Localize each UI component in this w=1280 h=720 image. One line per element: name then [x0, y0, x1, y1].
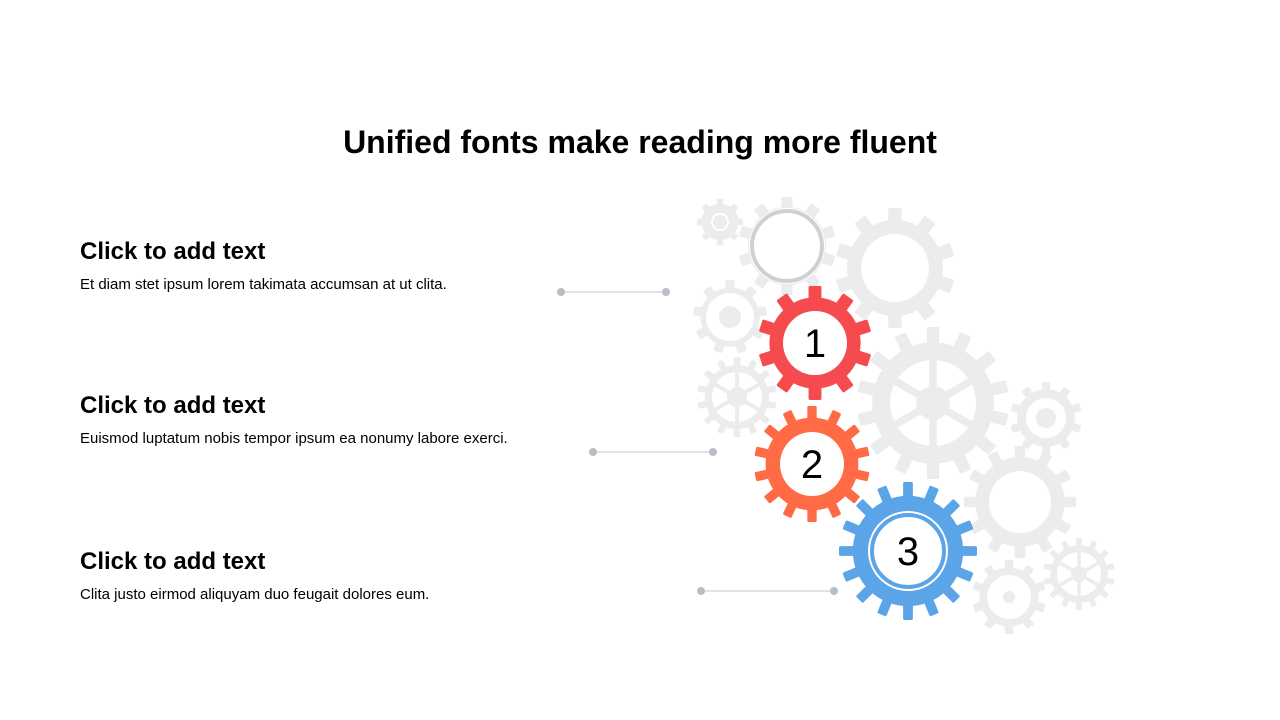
- text-block-1[interactable]: Click to add text Et diam stet ipsum lor…: [80, 238, 447, 293]
- connector-line-3: [697, 587, 838, 595]
- numbered-gear-2: 2: [754, 406, 870, 522]
- heading-1: Click to add text: [80, 238, 266, 265]
- gear-icon: [739, 197, 835, 295]
- gear-icon: [1010, 382, 1082, 454]
- body-2: Euismod luptatum nobis tempor ipsum ea n…: [80, 430, 508, 447]
- gear-icon: [972, 560, 1046, 634]
- body-1: Et diam stet ipsum lorem takimata accums…: [80, 276, 447, 293]
- connector-line-2: [589, 448, 717, 456]
- gear-icon: [697, 357, 777, 437]
- gear-icon: [964, 446, 1076, 558]
- connector-line-1: [557, 288, 670, 296]
- gear-icon: [692, 280, 768, 353]
- gear-icon: [836, 208, 954, 328]
- heading-3: Click to add text: [80, 548, 266, 575]
- text-block-2[interactable]: Click to add text Euismod luptatum nobis…: [80, 392, 508, 447]
- body-3: Clita justo eirmod aliquyam duo feugait …: [80, 586, 430, 603]
- gear-icon: [857, 327, 1009, 479]
- gear-icon: [697, 199, 743, 245]
- gear-icon: [1043, 538, 1115, 610]
- numbered-gear-1: 1: [759, 286, 871, 400]
- gear-number-2: 2: [801, 443, 823, 487]
- numbered-gear-3: 3: [839, 482, 977, 620]
- gear-number-3: 3: [897, 530, 919, 574]
- slide-title: Unified fonts make reading more fluent: [343, 124, 937, 160]
- heading-2: Click to add text: [80, 392, 266, 419]
- text-block-3[interactable]: Click to add text Clita justo eirmod ali…: [80, 548, 429, 603]
- gear-number-1: 1: [804, 322, 826, 366]
